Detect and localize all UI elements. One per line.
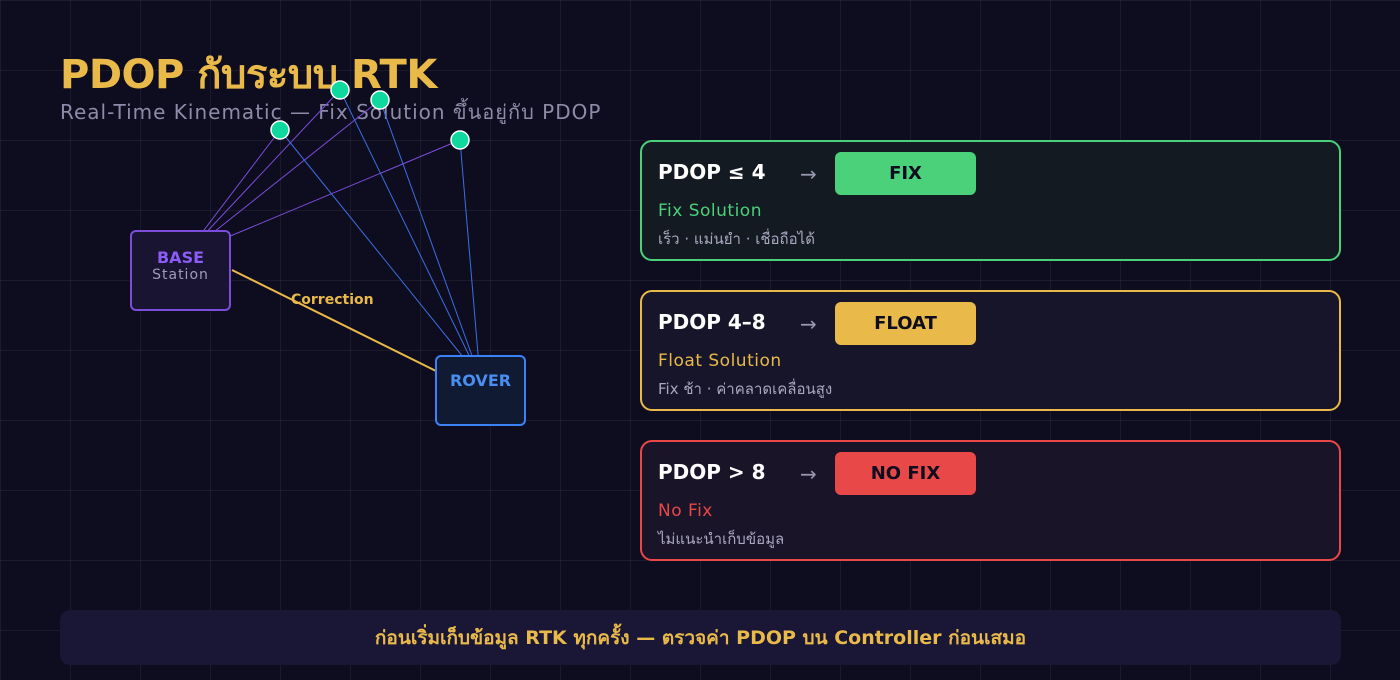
solution-description: Fix ช้า · ค่าคลาดเคลื่อนสูง	[658, 380, 833, 398]
rover-link-line	[379, 99, 481, 379]
rover-satellite-links	[279, 89, 481, 379]
satellite-icon	[330, 80, 350, 100]
rover-link-line	[279, 129, 481, 379]
pdop-range: PDOP ≤ 4	[658, 160, 766, 184]
solution-description: เร็ว · แม่นยำ · เชื่อถือได้	[658, 230, 815, 248]
arrow-right-icon: →	[800, 462, 817, 486]
correction-label: Correction	[291, 292, 374, 308]
footer-banner: ก่อนเริ่มเก็บข้อมูล RTK ทุกครั้ง — ตรวจค…	[60, 610, 1341, 665]
solution-label: Float Solution	[658, 351, 782, 371]
status-badge-nofix: NO FIX	[835, 452, 976, 495]
correction-link	[231, 269, 437, 372]
rover-link-line	[459, 139, 481, 379]
satellites	[270, 80, 470, 150]
solution-description: ไม่แนะนำเก็บข้อมูล	[658, 530, 785, 548]
rover-label: ROVER	[449, 371, 512, 390]
base-link-line	[184, 89, 341, 256]
page-title: PDOP กับระบบ RTK	[60, 52, 437, 98]
base-link-line	[184, 99, 381, 256]
base-label: BASE	[156, 248, 205, 267]
base-sublabel: Station	[152, 267, 209, 283]
rover-node: ROVER	[435, 355, 526, 426]
status-badge-fix: FIX	[835, 152, 976, 195]
pdop-range: PDOP 4–8	[658, 310, 766, 334]
pdop-card-fix: PDOP ≤ 4 → FIX Fix Solution เร็ว · แม่นย…	[640, 140, 1341, 261]
pdop-card-float: PDOP 4–8 → FLOAT Float Solution Fix ช้า …	[640, 290, 1341, 411]
satellite-icon	[370, 90, 390, 110]
pdop-card-nofix: PDOP > 8 → NO FIX No Fix ไม่แนะนำเก็บข้อ…	[640, 440, 1341, 561]
pdop-range: PDOP > 8	[658, 460, 766, 484]
rover-link-line	[339, 89, 481, 379]
arrow-right-icon: →	[800, 312, 817, 336]
status-badge-float: FLOAT	[835, 302, 976, 345]
solution-label: No Fix	[658, 501, 713, 521]
base-station-node: BASE Station	[130, 230, 231, 311]
satellite-icon	[450, 130, 470, 150]
satellite-icon	[270, 120, 290, 140]
arrow-right-icon: →	[800, 162, 817, 186]
page-subtitle: Real-Time Kinematic — Fix Solution ขึ้นอ…	[60, 100, 602, 124]
solution-label: Fix Solution	[658, 201, 762, 221]
